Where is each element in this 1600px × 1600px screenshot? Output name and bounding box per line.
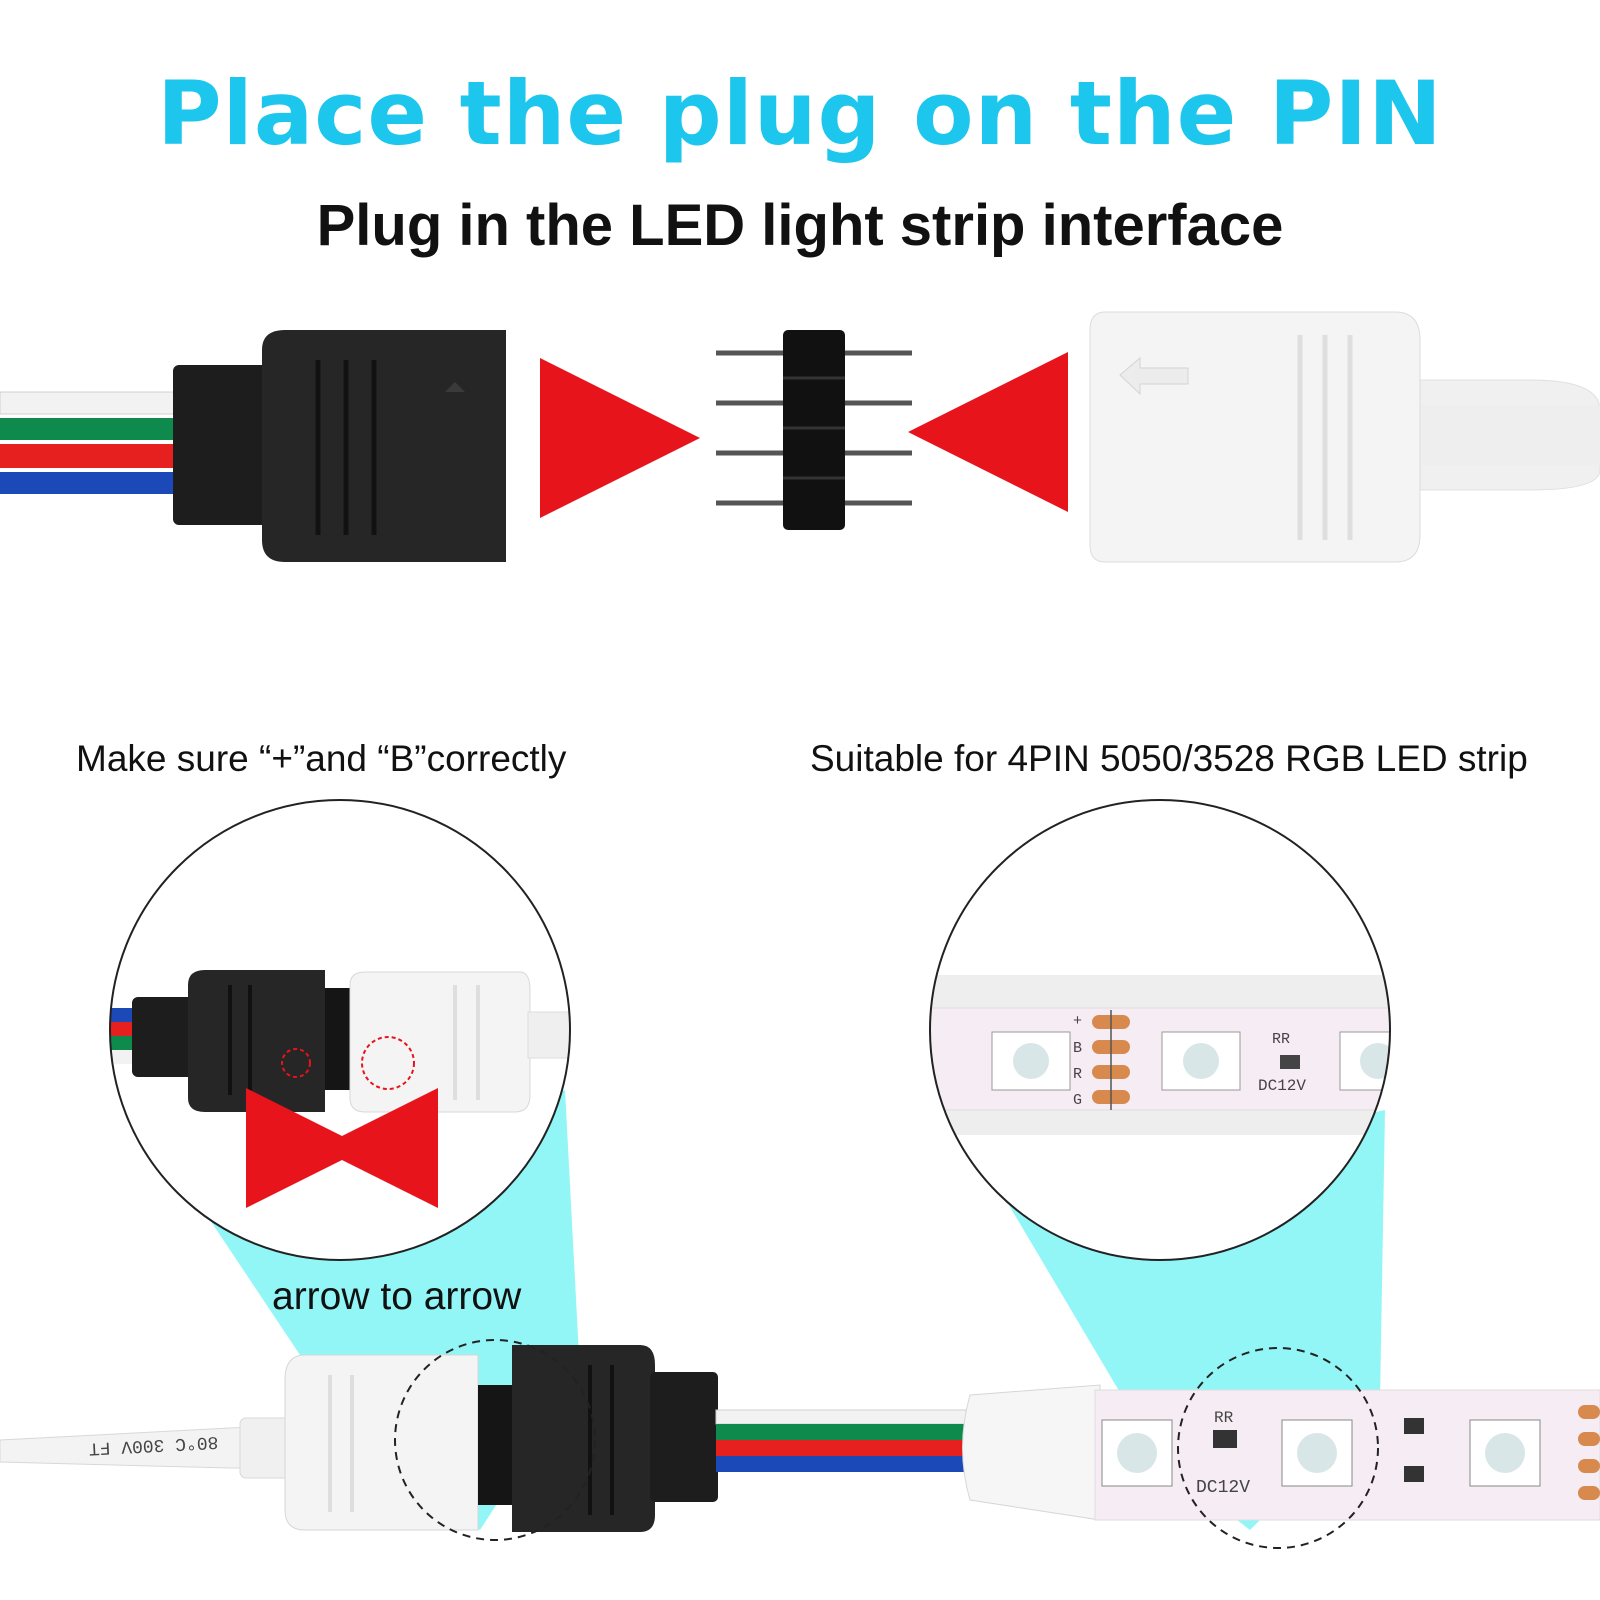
caption-compatibility: Suitable for 4PIN 5050/3528 RGB LED stri… [810,738,1528,779]
pad-g-label: G [1073,1092,1082,1109]
strip-voltage-label: DC12V [1196,1478,1250,1498]
top-wires [0,391,181,494]
strip-end-cap [962,1384,1101,1521]
pad-r-label: R [1073,1066,1082,1083]
strip-resistor-label: RR [1214,1409,1234,1427]
zoom-circle-right [929,799,1391,1261]
resistor-label: RR [1272,1031,1290,1048]
four-pin-connector [716,330,912,530]
pad-b-label: B [1073,1040,1082,1057]
white-male-connector [1089,311,1600,563]
page-title: Place the plug on the PIN [157,62,1443,165]
caption-arrow-to-arrow: arrow to arrow [272,1275,522,1318]
page-subtitle: Plug in the LED light strip interface [316,193,1284,258]
bottom-black-connector [512,1345,718,1532]
dashed-circle-connector [394,1339,596,1541]
bottom-wires [715,1409,967,1472]
led-strip [1094,1389,1600,1521]
black-female-connector [173,330,506,562]
zoom-circle-left [109,799,571,1261]
caption-polarity: Make sure “+”and “B”correctly [76,738,567,779]
bottom-white-connector [284,1354,514,1531]
dashed-circle-strip [1177,1347,1379,1549]
voltage-label: DC12V [1258,1077,1306,1095]
pad-plus-label: + [1073,1013,1082,1030]
